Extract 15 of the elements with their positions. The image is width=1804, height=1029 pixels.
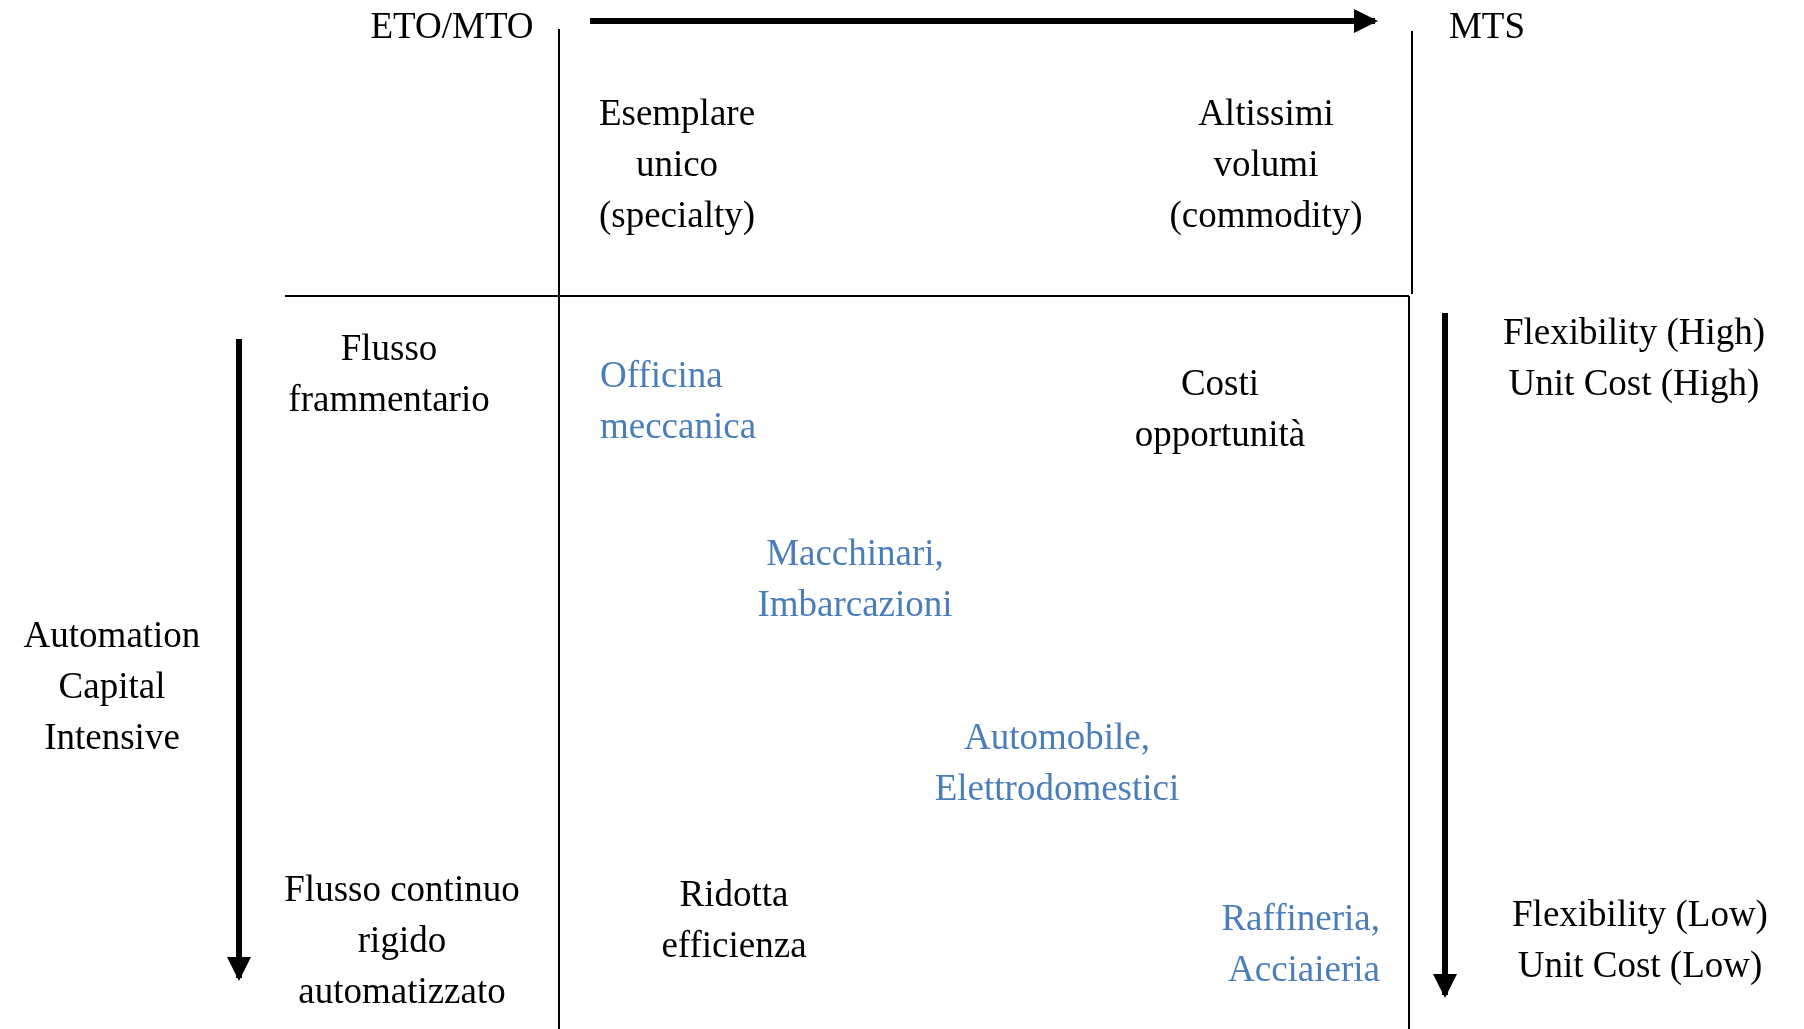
axis-label: Automation Capital Intensive <box>22 613 202 759</box>
axis-label: Esemplare unico (specialty) <box>597 91 757 237</box>
axis-label: ETO/MTO <box>369 4 535 48</box>
row-label: Flusso frammentario <box>287 326 491 421</box>
example-label: Macchinari, Imbarcazioni <box>756 531 954 626</box>
axis-label: Altissimi volumi (commodity) <box>1168 91 1364 237</box>
scale-label: Flexibility (Low) Unit Cost (Low) <box>1511 892 1769 987</box>
axis-label: MTS <box>1447 4 1527 48</box>
example-label: Raffineria, Acciaieria <box>1220 896 1380 991</box>
scale-label: Flexibility (High) Unit Cost (High) <box>1501 310 1767 405</box>
example-label: Automobile, Elettrodomestici <box>933 715 1181 810</box>
quadrant-label: Costi opportunità <box>1133 361 1307 456</box>
quadrant-label: Ridotta efficienza <box>660 872 808 967</box>
row-label: Flusso continuo rigido automatizzato <box>283 867 521 1013</box>
example-label: Officina meccanica <box>600 353 758 448</box>
